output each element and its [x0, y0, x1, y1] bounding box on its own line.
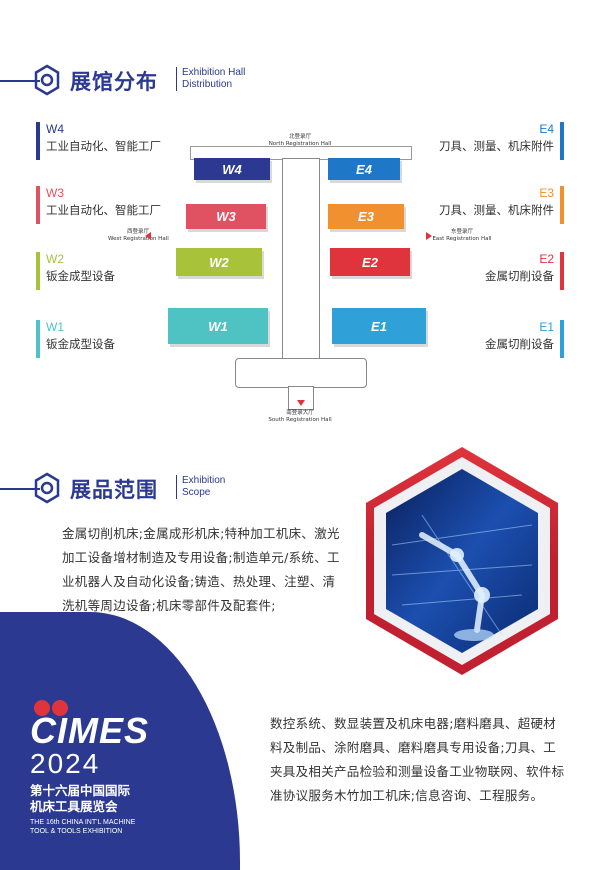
hall-label-e4: E4 刀具、测量、机床附件 [404, 122, 564, 160]
gear-icon [34, 64, 60, 96]
plan-corridor [282, 158, 320, 360]
hall-label-e1: E1 金属切削设备 [404, 320, 564, 358]
logo-cn-title: 第十六届中国国际 机床工具展览会 [30, 783, 131, 814]
hall-label-e3: E3 刀具、测量、机床附件 [404, 186, 564, 224]
scope-paragraph-1: 金属切削机床;金属成形机床;特种加工机床、激光加工设备增材制造及专用设备;制造单… [62, 526, 340, 613]
logo-year: 2024 [30, 748, 101, 779]
logo-brand: CIMES [30, 710, 150, 751]
plan-south-stem [288, 386, 314, 410]
hall-e3[interactable]: E3 [328, 204, 404, 229]
section2-subtitle: Exhibition Scope [176, 475, 225, 499]
hall-label-w2: W2 钣金成型设备 [36, 252, 196, 290]
hall-e2[interactable]: E2 [330, 248, 410, 276]
hall-w2[interactable]: W2 [176, 248, 262, 276]
robot-arm-image [366, 447, 558, 675]
gear-icon [34, 472, 60, 504]
hall-color-bar [36, 252, 40, 290]
logo-dot-right [52, 700, 68, 716]
hall-label-e2: E2 金属切削设备 [404, 252, 564, 290]
hall-e1[interactable]: E1 [332, 308, 426, 344]
section2-title: 展品范围 [70, 478, 158, 502]
hall-color-bar [560, 186, 564, 224]
scope-paragraph-2: 数控系统、数显装置及机床电器;磨料磨具、超硬材料及制品、涂附磨具、磨料磨具专用设… [270, 716, 565, 803]
section1-subtitle: Exhibition Hall Distribution [176, 67, 245, 91]
section1-divider [0, 80, 40, 82]
east-arrow-icon [426, 232, 432, 240]
south-arrow-icon [297, 400, 305, 406]
hall-label-w1: W1 钣金成型设备 [36, 320, 196, 358]
hall-color-bar [560, 252, 564, 290]
hall-color-bar [36, 122, 40, 160]
hall-w3[interactable]: W3 [186, 204, 266, 229]
hall-e4[interactable]: E4 [328, 158, 400, 180]
west-arrow-icon [145, 232, 151, 240]
logo-en-title: THE 16th CHINA INT'L MACHINE TOOL & TOOL… [30, 819, 136, 835]
plan-outline-south [235, 358, 367, 388]
hall-w1[interactable]: W1 [168, 308, 268, 344]
hall-color-bar [560, 320, 564, 358]
hall-label-w3: W3 工业自动化、智能工厂 [36, 186, 196, 224]
hall-label-w4: W4 工业自动化、智能工厂 [36, 122, 196, 160]
logo-dot-left [34, 700, 50, 716]
hall-w4[interactable]: W4 [194, 158, 270, 180]
hall-color-bar [36, 320, 40, 358]
section1-title: 展馆分布 [70, 70, 158, 94]
section2-divider [0, 488, 40, 490]
hall-color-bar [560, 122, 564, 160]
hall-color-bar [36, 186, 40, 224]
